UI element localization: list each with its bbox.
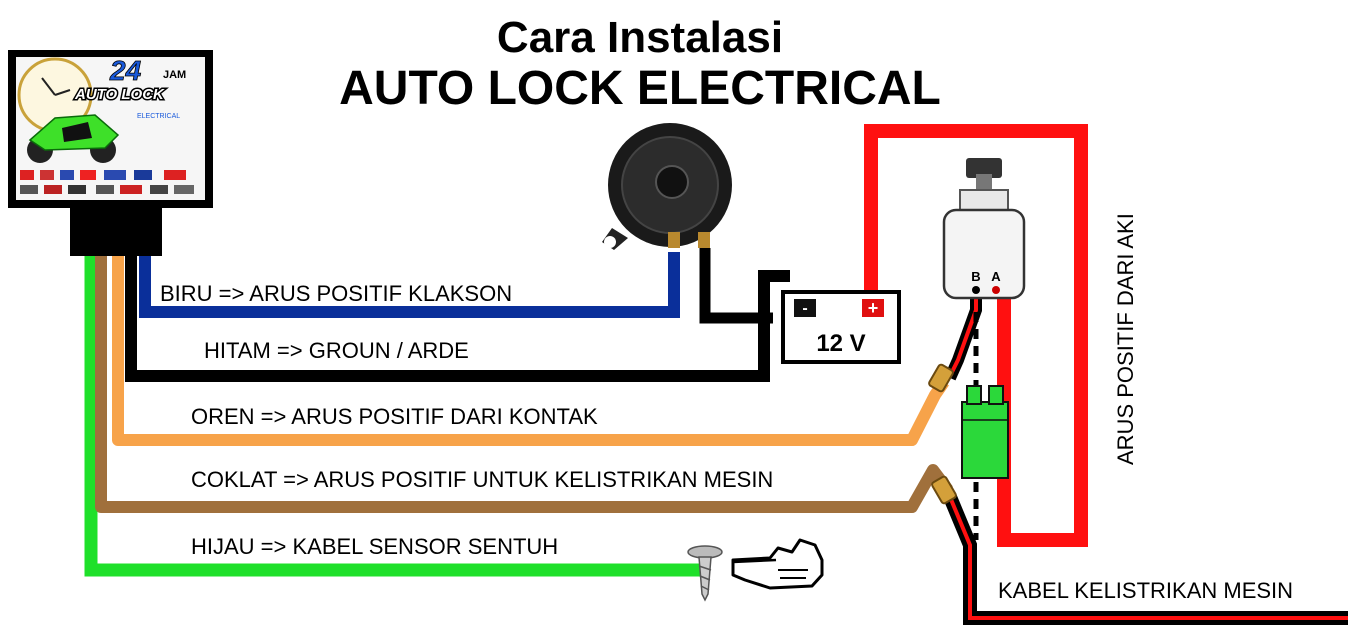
battery-neg: - <box>802 300 807 317</box>
label-battery-positive: ARUS POSITIF DARI AKI <box>1113 213 1138 465</box>
orange-terminal <box>928 363 954 393</box>
device-name: AUTO LOCK <box>74 86 165 103</box>
battery-pos: + <box>868 298 879 318</box>
device-unit: JAM <box>163 69 186 81</box>
title-line2: AUTO LOCK ELECTRICAL <box>339 62 941 115</box>
title-line1: Cara Instalasi <box>497 13 783 62</box>
label-orange-wire: OREN => ARUS POSITIF DARI KONTAK <box>191 404 598 429</box>
horn-ground-wire <box>699 248 773 324</box>
label-brown-wire: COKLAT => ARUS POSITIF UNTUK KELISTRIKAN… <box>191 467 773 492</box>
battery-icon: - + 12 V <box>781 290 901 364</box>
switch-pin-b: B <box>971 269 980 284</box>
pointing-hand-icon <box>731 538 824 590</box>
auto-lock-device: 24 JAM AUTO LOCK ELECTRICAL <box>8 50 213 256</box>
label-engine-wire: KABEL KELISTRIKAN MESIN <box>998 578 1293 603</box>
green-wire <box>84 250 705 577</box>
blue-wire <box>139 250 680 318</box>
device-sub: ELECTRICAL <box>137 113 180 120</box>
device-number: 24 <box>109 55 142 86</box>
switch-pin-a: A <box>991 269 1001 284</box>
brown-wire <box>95 250 953 513</box>
label-black-wire: HITAM => GROUN / ARDE <box>204 338 469 363</box>
horn-icon <box>602 123 732 250</box>
brand-logos <box>20 170 194 194</box>
green-connector <box>961 385 1009 479</box>
brown-terminal <box>931 475 957 505</box>
battery-voltage: 12 V <box>816 330 865 357</box>
ignition-switch-icon: B A <box>942 158 1026 300</box>
screw-icon <box>687 545 723 602</box>
black-wire <box>125 250 790 382</box>
red-battery-wire <box>864 124 1088 547</box>
label-blue-wire: BIRU => ARUS POSITIF KLAKSON <box>160 281 512 306</box>
label-green-wire: HIJAU => KABEL SENSOR SENTUH <box>191 534 558 559</box>
motorcycle-icon <box>27 114 120 163</box>
